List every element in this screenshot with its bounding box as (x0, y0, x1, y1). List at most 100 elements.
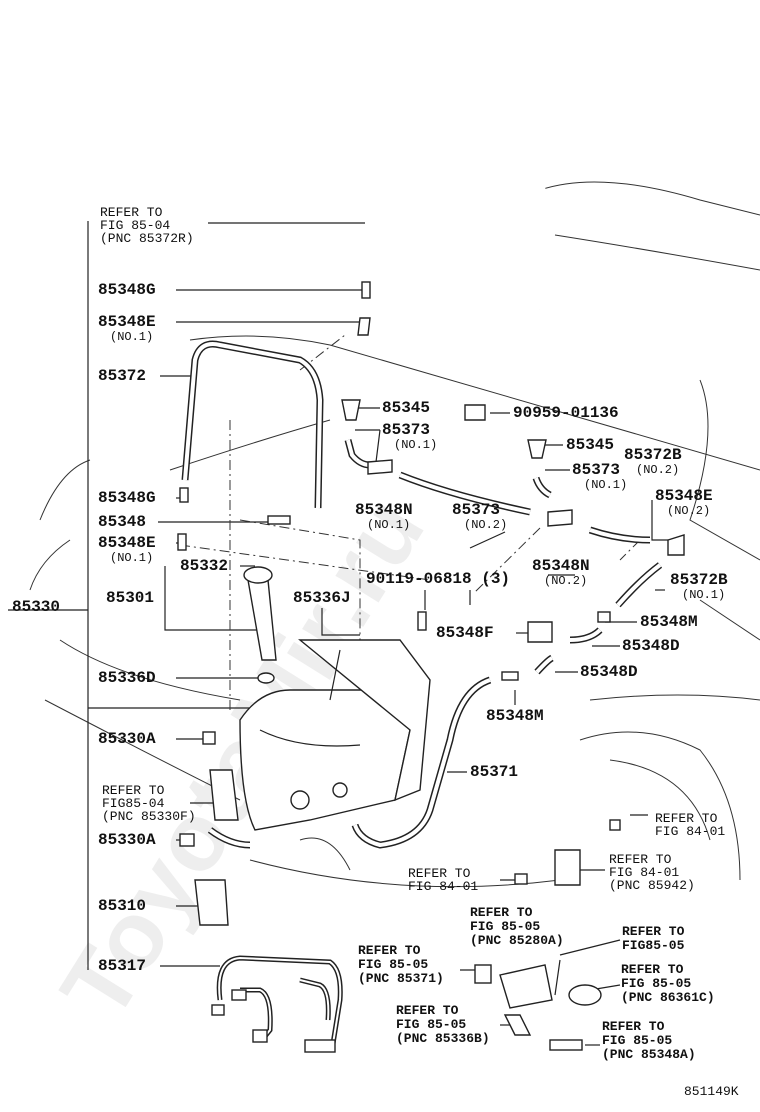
part-label-line: 85373 (382, 421, 431, 439)
part-label-line: (PNC 85348A) (602, 1047, 696, 1062)
part-label-85348E-no1-top: 85348E(NO.1) (98, 314, 156, 343)
part-label-line: 85348E (98, 534, 156, 552)
part-label-line: REFER TO (655, 811, 718, 826)
part-label-85310: 85310 (98, 898, 146, 915)
part-label-line: 85348E (98, 313, 156, 331)
part-label-line: 85348E (655, 487, 713, 505)
part-label-85348F: 85348F (436, 625, 494, 642)
part-label-85373-no1-a: 85373(NO.1) (382, 422, 437, 451)
part-label-line: FIG85-05 (622, 938, 685, 953)
part-label-85332: 85332 (180, 558, 228, 575)
part-label-85372B-no1: 85372B(NO.1) (670, 572, 728, 601)
part-label-85345-a: 85345 (382, 400, 430, 417)
small-parts (177, 281, 685, 1051)
part-label-85336J: 85336J (293, 590, 351, 607)
washer-tank (239, 566, 431, 831)
part-label-line: 85310 (98, 897, 147, 915)
part-label-line: REFER TO (100, 205, 163, 220)
part-label-85348E-no2: 85348E(NO.2) (655, 488, 713, 517)
part-label-line: 85373 (572, 461, 621, 479)
part-label-line: 85372B (670, 571, 728, 589)
part-label-line: (NO.2) (667, 504, 711, 518)
part-label-line: 85348G (98, 489, 156, 507)
part-label-85373-no1-b: 85373(NO.1) (572, 462, 627, 491)
part-label-line: REFER TO (602, 1019, 665, 1034)
guide-lines (179, 334, 641, 710)
part-label-line: REFER TO (609, 852, 672, 867)
part-label-line: 85301 (106, 589, 155, 607)
part-label-line: 85330A (98, 831, 156, 849)
part-label-line: 85330A (98, 730, 156, 748)
part-label-line: FIG 85-05 (602, 1033, 673, 1048)
part-label-line: REFER TO (408, 866, 471, 881)
part-label-line: REFER TO (358, 943, 421, 958)
hoses (181, 145, 663, 849)
part-label-line: 85317 (98, 957, 147, 975)
part-label-90119-06818: 90119-06818 (3) (366, 571, 510, 588)
part-label-line: 85348 (98, 513, 147, 531)
part-label-line: 90959-01136 (513, 404, 619, 422)
part-label-line: 85348D (580, 663, 638, 681)
part-label-line: (PNC 85371) (358, 971, 444, 986)
wire-harness (211, 955, 343, 1053)
part-label-line: 85345 (566, 436, 615, 454)
part-label-line: REFER TO (102, 783, 165, 798)
leader-lines (8, 221, 668, 1046)
part-label-85348G-mid: 85348G (98, 490, 156, 507)
part-label-line: FIG85-04 (102, 796, 165, 811)
part-label-line: FIG 85-04 (100, 218, 171, 233)
part-label-line: FIG 85-05 (470, 919, 541, 934)
part-label-line: (PNC 85330F) (102, 809, 196, 824)
part-label-85348E-no1-mid: 85348E(NO.1) (98, 535, 156, 564)
part-label-line: REFER TO (621, 962, 684, 977)
part-label-85336D: 85336D (98, 670, 156, 687)
part-label-85348D-b: 85348D (580, 664, 638, 681)
part-label-line: FIG 84-01 (408, 879, 479, 894)
diagram-id: 851149K (684, 1084, 739, 1099)
part-label-line: 85336D (98, 669, 156, 687)
part-label-line: (NO.2) (636, 463, 680, 477)
part-label-line: 85345 (382, 399, 431, 417)
part-label-85301: 85301 (106, 590, 154, 607)
part-label-85348M-b: 85348M (486, 708, 544, 725)
part-label-85348D-a: 85348D (622, 638, 680, 655)
part-label-line: (PNC 85942) (609, 878, 695, 893)
part-label-line: 85348F (436, 624, 494, 642)
part-label-85348N-no2: 85348N(NO.2) (532, 558, 590, 587)
part-label-line: (NO.1) (110, 330, 154, 344)
part-label-line: 85372 (98, 367, 147, 385)
part-label-85330: 85330 (12, 599, 60, 616)
part-label-85348N-no1: 85348N(NO.1) (355, 502, 413, 531)
part-label-line: FIG 85-05 (621, 976, 692, 991)
part-label-85345-b: 85345 (566, 437, 614, 454)
part-label-line: 85372B (624, 446, 682, 464)
part-label-85372B-no2: 85372B(NO.2) (624, 447, 682, 476)
part-label-85372: 85372 (98, 368, 146, 385)
part-label-85373-no2: 85373(NO.2) (452, 502, 507, 531)
part-label-line: (NO.1) (682, 588, 726, 602)
part-label-85348: 85348 (98, 514, 146, 531)
part-label-line: 85348M (486, 707, 544, 725)
part-label-line: 90119-06818 (3) (366, 570, 511, 588)
part-label-line: (NO.1) (367, 518, 411, 532)
part-label-line: 85371 (470, 763, 519, 781)
part-label-line: 85348D (622, 637, 680, 655)
part-label-line: 85348N (355, 501, 413, 519)
part-label-line: (NO.1) (394, 438, 438, 452)
part-label-line: REFER TO (622, 924, 685, 939)
part-label-line: (NO.1) (584, 478, 628, 492)
part-label-line: 85330 (12, 598, 61, 616)
part-label-line: (PNC 86361C) (621, 990, 715, 1005)
part-label-line: (PNC 85280A) (470, 933, 564, 948)
part-label-line: FIG 84-01 (609, 865, 680, 880)
